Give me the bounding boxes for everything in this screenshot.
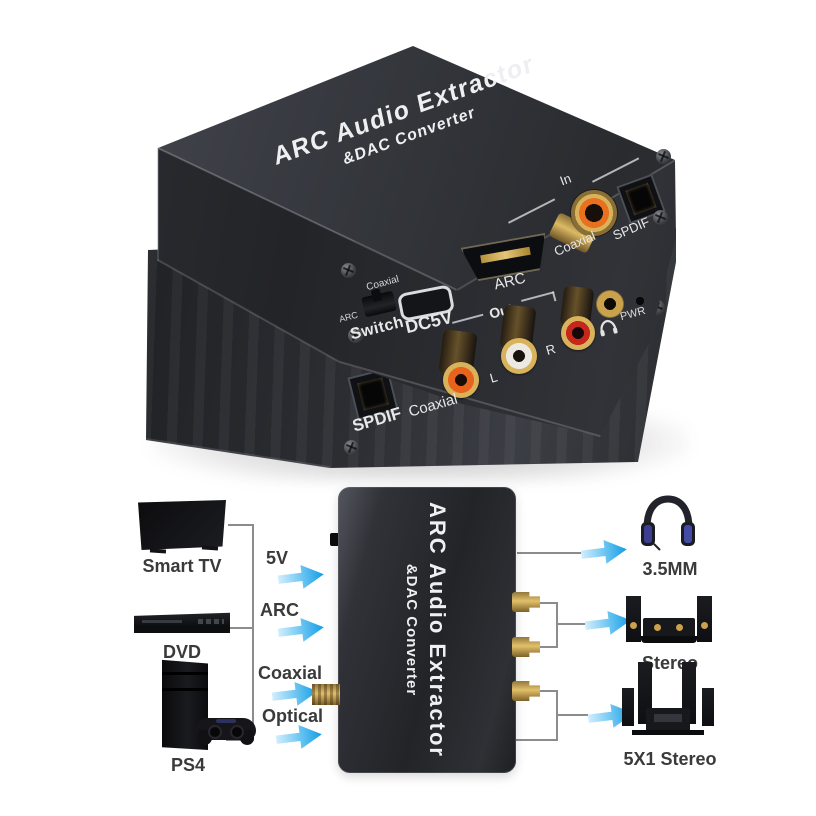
stereo-system-icon: [624, 590, 714, 648]
input-arc-label: ARC: [260, 600, 299, 620]
screw-icon: [656, 149, 671, 164]
surround-connector-line: [558, 714, 588, 716]
coaxial-plug-icon: [312, 684, 340, 705]
screw-icon: [344, 440, 359, 455]
input-optical-label: Optical: [262, 706, 324, 726]
output-5x1-stereo-label: 5X1 Stereo: [623, 749, 717, 769]
input-coaxial-label: Coaxial: [258, 663, 323, 683]
stereo-connector-line: [538, 646, 558, 648]
screw-icon: [653, 210, 668, 225]
smart-tv-label: Smart TV: [142, 556, 222, 576]
headphone-jack-icon: [596, 290, 624, 318]
dvd-player-icon: [134, 612, 230, 633]
gamepad-icon: [196, 712, 256, 746]
input-5v-label: 5V: [266, 548, 289, 568]
ps4-label: PS4: [170, 755, 206, 775]
smart-tv-icon: [138, 500, 226, 550]
screw-icon: [348, 328, 363, 343]
surround-bracket-line: [556, 690, 558, 741]
stereo-bracket-line: [556, 602, 558, 648]
device-switch-nub: [330, 533, 340, 546]
rca-out-right-icon: [561, 316, 595, 350]
source-bus-line: [252, 524, 254, 741]
rca-plug-icon: [512, 681, 540, 701]
dvd-connector-line: [220, 627, 254, 629]
rca-out-coaxial-icon: [443, 362, 479, 398]
surround-connector-line: [538, 690, 558, 692]
diagram-device-print: ARC Audio Extractor &DAC Converter: [338, 487, 516, 773]
stereo-connector-line: [538, 602, 558, 604]
diagram-device-box: [338, 487, 516, 773]
headphone-icon: [600, 319, 618, 337]
headphone-connector-line: [517, 552, 583, 554]
rca-out-left-icon: [501, 338, 537, 374]
chassis-edge: [157, 148, 159, 261]
dvd-label: DVD: [162, 642, 201, 662]
surround-connector-line: [514, 739, 558, 741]
headphones-icon: [641, 495, 695, 551]
rca-plug-icon: [512, 637, 540, 657]
rca-plug-icon: [512, 592, 540, 612]
screw-icon: [341, 263, 356, 278]
surround-system-icon: [622, 662, 716, 746]
tv-connector-line: [228, 524, 254, 526]
stereo-connector-line: [558, 623, 586, 625]
output-35mm-label: 3.5MM: [642, 559, 698, 579]
coaxial-in-rca-icon: [571, 190, 617, 236]
device-brand-line-2: &DAC Converter: [403, 563, 421, 697]
device-brand-line-1: ARC Audio Extractor: [425, 502, 451, 758]
power-led: [636, 297, 644, 305]
